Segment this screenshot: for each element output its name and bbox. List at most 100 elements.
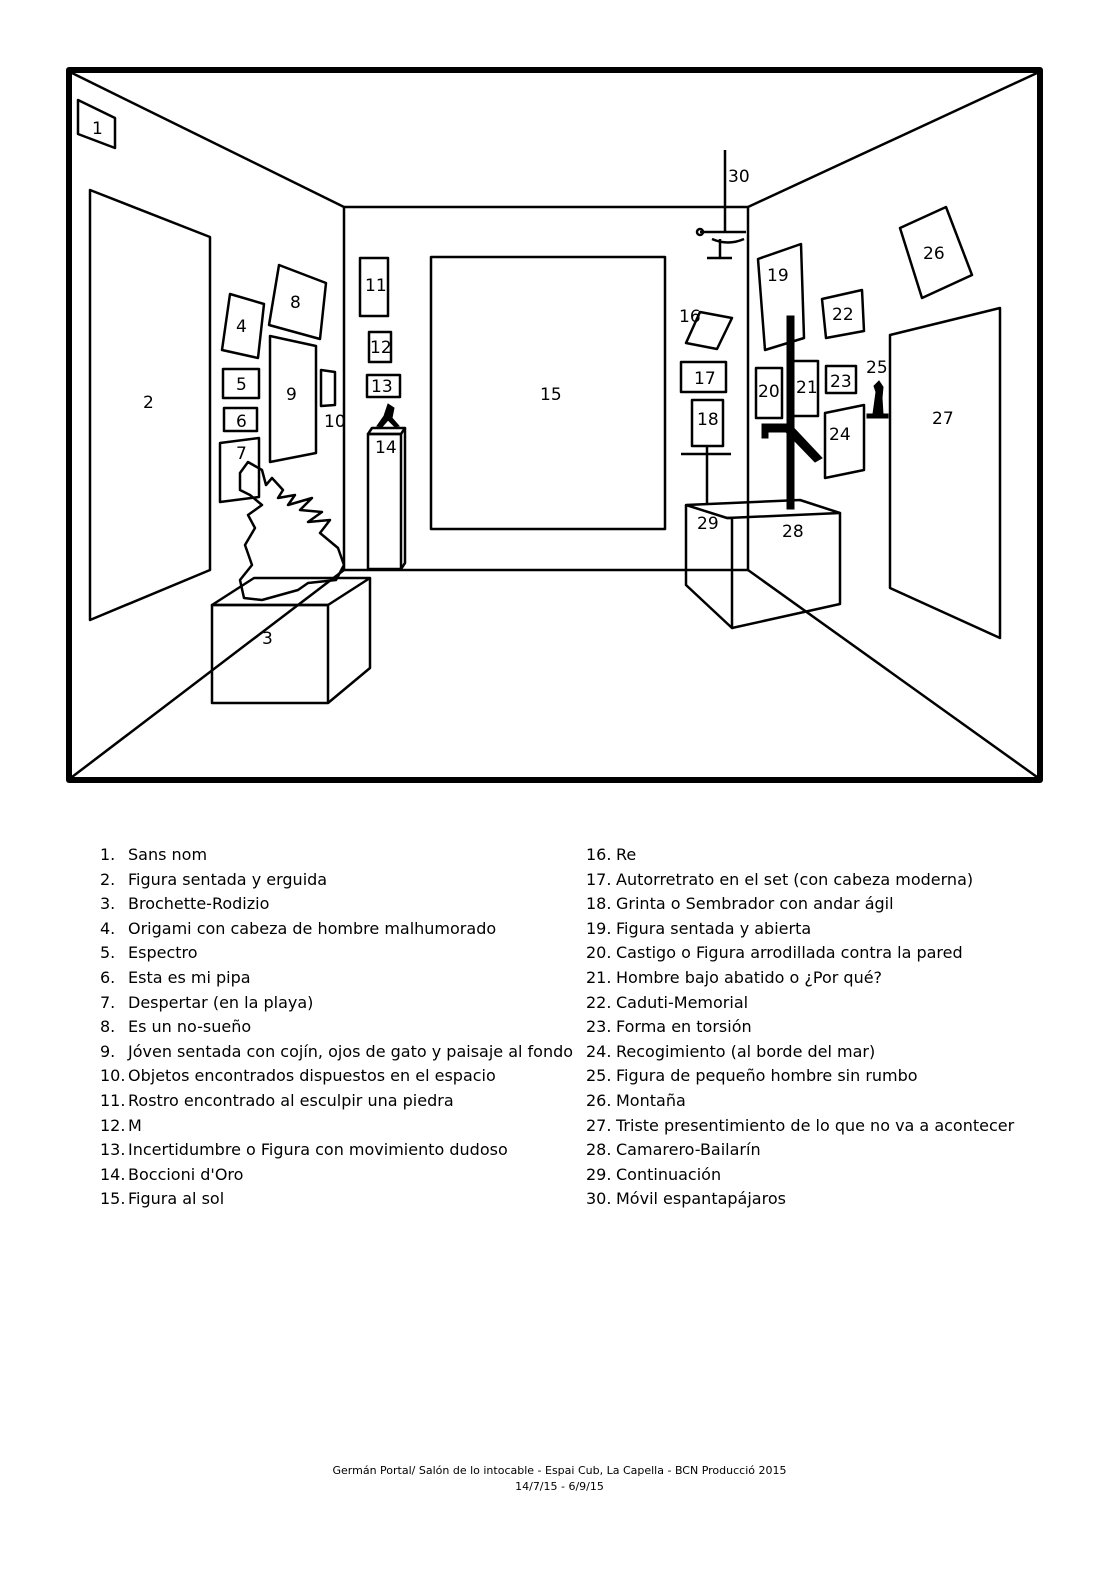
- legend-item: 13.Incertidumbre o Figura con movimiento…: [100, 1138, 573, 1163]
- marker-20: 20: [758, 382, 780, 402]
- legend-title: Montaña: [616, 1090, 686, 1110]
- legend-item: 3. Brochette-Rodizio: [100, 892, 573, 917]
- legend-title: Origami con cabeza de hombre malhumorado: [128, 918, 497, 938]
- legend-title: Recogimiento (al borde del mar): [616, 1041, 876, 1061]
- legend-title: Es un no-sueño: [128, 1017, 252, 1037]
- legend-number: 12.: [100, 1115, 126, 1135]
- legend-title: Figura de pequeño hombre sin rumbo: [616, 1066, 918, 1086]
- sculpture-28-pole: [786, 315, 795, 510]
- legend-number: 9.: [100, 1041, 116, 1061]
- legend-title: Esta es mi pipa: [128, 967, 251, 987]
- legend-item: 21.Hombre bajo abatido o ¿Por qué?: [586, 966, 1014, 991]
- legend-title: Figura al sol: [128, 1189, 225, 1209]
- artwork-11-frame: [358, 256, 390, 318]
- marker-24: 24: [829, 425, 851, 445]
- marker-29: 29: [697, 514, 719, 534]
- legend-number: 25.: [586, 1066, 612, 1086]
- artwork-8-frame: [267, 263, 328, 341]
- marker-16: 16: [679, 307, 701, 327]
- legend-item: 1. Sans nom: [100, 843, 573, 868]
- legend-title: Espectro: [128, 943, 198, 963]
- artwork-20-frame: [754, 366, 784, 420]
- legend-title: Autorretrato en el set (con cabeza moder…: [616, 869, 974, 889]
- marker-17: 17: [694, 369, 716, 389]
- legend-title: Grinta o Sembrador con andar ágil: [616, 894, 894, 914]
- legend-title: M: [128, 1115, 142, 1135]
- legend-number: 5.: [100, 943, 116, 963]
- legend-number: 20.: [586, 943, 612, 963]
- pedestal-3: [210, 576, 372, 705]
- room-perspective: [71, 71, 1038, 779]
- legend-item: 18.Grinta o Sembrador con andar ágil: [586, 892, 1014, 917]
- artwork-17-frame: [679, 360, 728, 394]
- legend-item: 24.Recogimiento (al borde del mar): [586, 1040, 1014, 1065]
- legend-number: 8.: [100, 1017, 116, 1037]
- artwork-7-frame: [218, 436, 261, 504]
- legend-number: 16.: [586, 845, 612, 864]
- marker-30: 30: [728, 167, 750, 187]
- legend-number: 18.: [586, 894, 612, 914]
- legend-item: 11.Rostro encontrado al esculpir una pie…: [100, 1089, 573, 1114]
- marker-15: 15: [540, 385, 562, 405]
- sculpture-18-stand: [681, 446, 731, 503]
- marker-2: 2: [143, 393, 154, 413]
- legend-title: Objetos encontrados dispuestos en el esp…: [128, 1066, 496, 1086]
- legend-title: Despertar (en la playa): [128, 992, 314, 1012]
- legend-title: Móvil espantapájaros: [616, 1189, 786, 1209]
- shelf-25: [866, 413, 889, 419]
- artwork-13-frame: [365, 373, 402, 399]
- legend-number: 1.: [100, 845, 116, 864]
- artwork-26-frame: [898, 205, 974, 300]
- legend-title: Sans nom: [128, 845, 208, 864]
- marker-1: 1: [92, 119, 103, 139]
- legend-item: 16.Re: [586, 843, 1014, 868]
- legend-item: 7. Despertar (en la playa): [100, 991, 573, 1016]
- artwork-15-frame: [429, 255, 667, 531]
- legend-title: Boccioni d'Oro: [128, 1164, 244, 1184]
- legend-number: 15.: [100, 1189, 126, 1209]
- marker-5: 5: [236, 375, 247, 395]
- artwork-9-frame: [268, 334, 318, 464]
- artwork-1-frame: [76, 98, 117, 150]
- legend-number: 28.: [586, 1140, 612, 1160]
- legend-item: 22.Caduti-Memorial: [586, 991, 1014, 1016]
- marker-18: 18: [697, 410, 719, 430]
- marker-10: 10: [324, 412, 346, 432]
- marker-19: 19: [767, 266, 789, 286]
- legend-item: 17.Autorretrato en el set (con cabeza mo…: [586, 868, 1014, 893]
- legend-number: 23.: [586, 1017, 612, 1037]
- legend-item: 6. Esta es mi pipa: [100, 966, 573, 991]
- marker-6: 6: [236, 412, 247, 432]
- artwork-12-frame: [367, 330, 393, 364]
- legend-number: 3.: [100, 894, 116, 914]
- marker-13: 13: [371, 377, 393, 397]
- pedestal-28-29: [684, 498, 842, 630]
- legend-title: Castigo o Figura arrodillada contra la p…: [616, 943, 963, 963]
- marker-8: 8: [290, 293, 301, 313]
- legend-number: 10.: [100, 1066, 126, 1086]
- legend-number: 6.: [100, 967, 116, 987]
- legend-number: 27.: [586, 1115, 612, 1135]
- artwork-19-frame: [756, 242, 806, 352]
- legend-item: 14.Boccioni d'Oro: [100, 1163, 573, 1188]
- legend-number: 21.: [586, 967, 612, 987]
- pedestal-14: [366, 426, 407, 571]
- room-frame: [66, 67, 1043, 783]
- legend-title: Re: [616, 845, 637, 864]
- artwork-22-frame: [820, 288, 866, 340]
- legend-title: Caduti-Memorial: [616, 992, 749, 1012]
- artwork-4-frame: [220, 292, 266, 360]
- legend-item: 23.Forma en torsión: [586, 1015, 1014, 1040]
- legend-item: 19.Figura sentada y abierta: [586, 917, 1014, 942]
- legend-item: 9.Jóven sentada con cojín, ojos de gato …: [100, 1040, 573, 1065]
- artwork-24-frame: [823, 403, 866, 480]
- legend-number: 29.: [586, 1164, 612, 1184]
- legend-title: Brochette-Rodizio: [128, 894, 270, 914]
- legend-item: 20.Castigo o Figura arrodillada contra l…: [586, 941, 1014, 966]
- legend-item: 27.Triste presentimiento de lo que no va…: [586, 1114, 1014, 1139]
- marker-9: 9: [286, 385, 297, 405]
- footer-credit-line: Germán Portal/ Salón de lo intocable - E…: [332, 1464, 787, 1477]
- legend-number: 7.: [100, 992, 116, 1012]
- legend-number: 14.: [100, 1164, 126, 1184]
- marker-12: 12: [370, 338, 392, 358]
